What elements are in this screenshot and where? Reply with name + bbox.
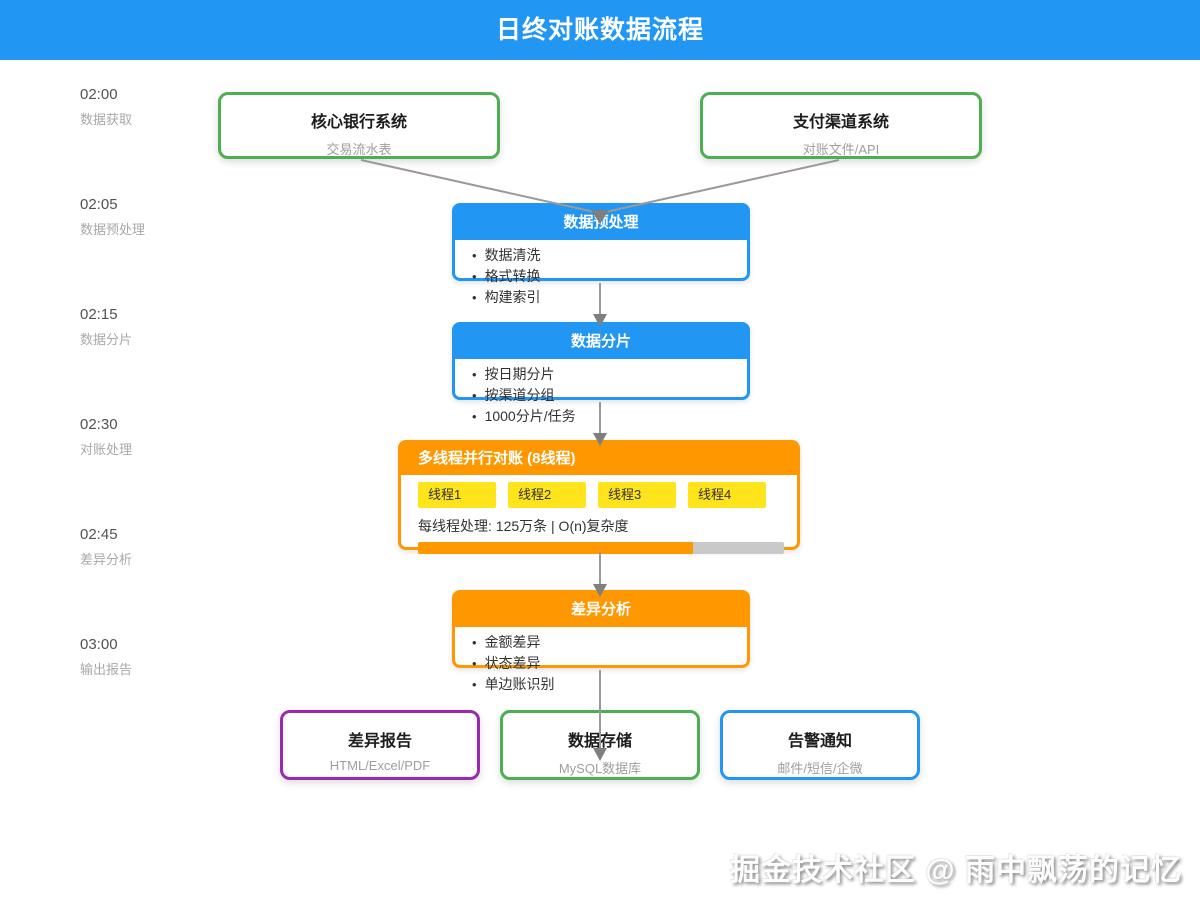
stage-header: 数据分片 xyxy=(455,325,747,359)
timeline-entry: 02:05 数据预处理 xyxy=(80,196,145,238)
thread-chip: 线程4 xyxy=(688,482,766,508)
stage-item: 格式转换 xyxy=(472,266,747,287)
timeline-label: 输出报告 xyxy=(80,662,133,677)
timeline-time: 02:00 xyxy=(80,86,118,103)
box-title: 支付渠道系统 xyxy=(792,114,889,131)
stage-item-list: 按日期分片 按渠道分组 1000分片/任务 xyxy=(455,364,747,427)
stage-sharding: 数据分片 按日期分片 按渠道分组 1000分片/任务 xyxy=(452,322,750,424)
watermark: 掘金技术社区 @ 雨中飘荡的记忆 xyxy=(730,854,1182,887)
box-subtitle: 邮件/短信/企微 xyxy=(777,761,863,776)
box-title: 告警通知 xyxy=(787,733,852,750)
output-box-alert-notify: 告警通知 邮件/短信/企微 xyxy=(720,710,920,780)
stage-item: 数据清洗 xyxy=(472,245,747,266)
timeline-entry: 02:30 对账处理 xyxy=(80,416,132,458)
parallel-reconciliation-box: 多线程并行对账 (8线程) 线程1 线程2 线程3 线程4 每线程处理: 125… xyxy=(398,440,800,554)
page-title: 日终对账数据流程 xyxy=(495,16,704,44)
stage-item: 按渠道分组 xyxy=(472,385,747,406)
stage-item: 按日期分片 xyxy=(472,364,747,385)
timeline-label: 数据预处理 xyxy=(80,222,146,237)
box-subtitle: 对账文件/API xyxy=(802,142,880,157)
timeline-label: 数据分片 xyxy=(80,332,133,347)
stage-item-list: 数据清洗 格式转换 构建索引 xyxy=(455,245,747,308)
page-header: 日终对账数据流程 xyxy=(0,0,1200,60)
thread-detail-text: 每线程处理: 125万条 | O(n)复杂度 xyxy=(418,518,629,534)
parallel-header: 多线程并行对账 (8线程) xyxy=(401,443,797,475)
stage-header: 差异分析 xyxy=(455,593,747,627)
box-subtitle: 交易流水表 xyxy=(326,142,392,157)
thread-row: 线程1 线程2 线程3 线程4 xyxy=(418,482,797,508)
stage-item-list: 金额差异 状态差异 单边账识别 xyxy=(455,632,747,695)
output-box-diff-report: 差异报告 HTML/Excel/PDF xyxy=(280,710,480,780)
stage-diff-analysis: 差异分析 金额差异 状态差异 单边账识别 xyxy=(452,590,750,692)
thread-chip: 线程3 xyxy=(598,482,676,508)
timeline-time: 02:05 xyxy=(80,196,118,213)
timeline-time: 02:45 xyxy=(80,526,118,543)
stage-item: 金额差异 xyxy=(472,632,747,653)
source-box-payment-channel: 支付渠道系统 对账文件/API xyxy=(700,92,982,159)
progress-fill xyxy=(418,542,693,554)
stage-preprocess: 数据预处理 数据清洗 格式转换 构建索引 xyxy=(452,203,750,305)
timeline-entry: 03:00 输出报告 xyxy=(80,636,132,678)
timeline-entry: 02:00 数据获取 xyxy=(80,86,132,128)
box-title: 差异报告 xyxy=(347,733,412,750)
stage-item: 状态差异 xyxy=(472,653,747,674)
box-title: 核心银行系统 xyxy=(310,114,407,131)
output-box-data-storage: 数据存储 MySQL数据库 xyxy=(500,710,700,780)
timeline-time: 03:00 xyxy=(80,636,118,653)
stage-header: 数据预处理 xyxy=(455,206,747,240)
thread-chip: 线程1 xyxy=(418,482,496,508)
box-subtitle: MySQL数据库 xyxy=(558,761,642,776)
timeline-label: 对账处理 xyxy=(80,442,133,457)
progress-track xyxy=(418,542,784,554)
stage-item: 单边账识别 xyxy=(472,674,747,695)
stage-item: 1000分片/任务 xyxy=(472,406,747,427)
stage-item: 构建索引 xyxy=(472,287,747,308)
timeline-label: 数据获取 xyxy=(80,112,133,127)
timeline-time: 02:15 xyxy=(80,306,118,323)
timeline-entry: 02:15 数据分片 xyxy=(80,306,132,348)
timeline-label: 差异分析 xyxy=(80,552,133,567)
thread-chip: 线程2 xyxy=(508,482,586,508)
box-title: 数据存储 xyxy=(567,733,632,750)
box-subtitle: HTML/Excel/PDF xyxy=(329,758,431,773)
timeline-entry: 02:45 差异分析 xyxy=(80,526,132,568)
source-box-core-bank: 核心银行系统 交易流水表 xyxy=(218,92,500,159)
timeline-time: 02:30 xyxy=(80,416,118,433)
